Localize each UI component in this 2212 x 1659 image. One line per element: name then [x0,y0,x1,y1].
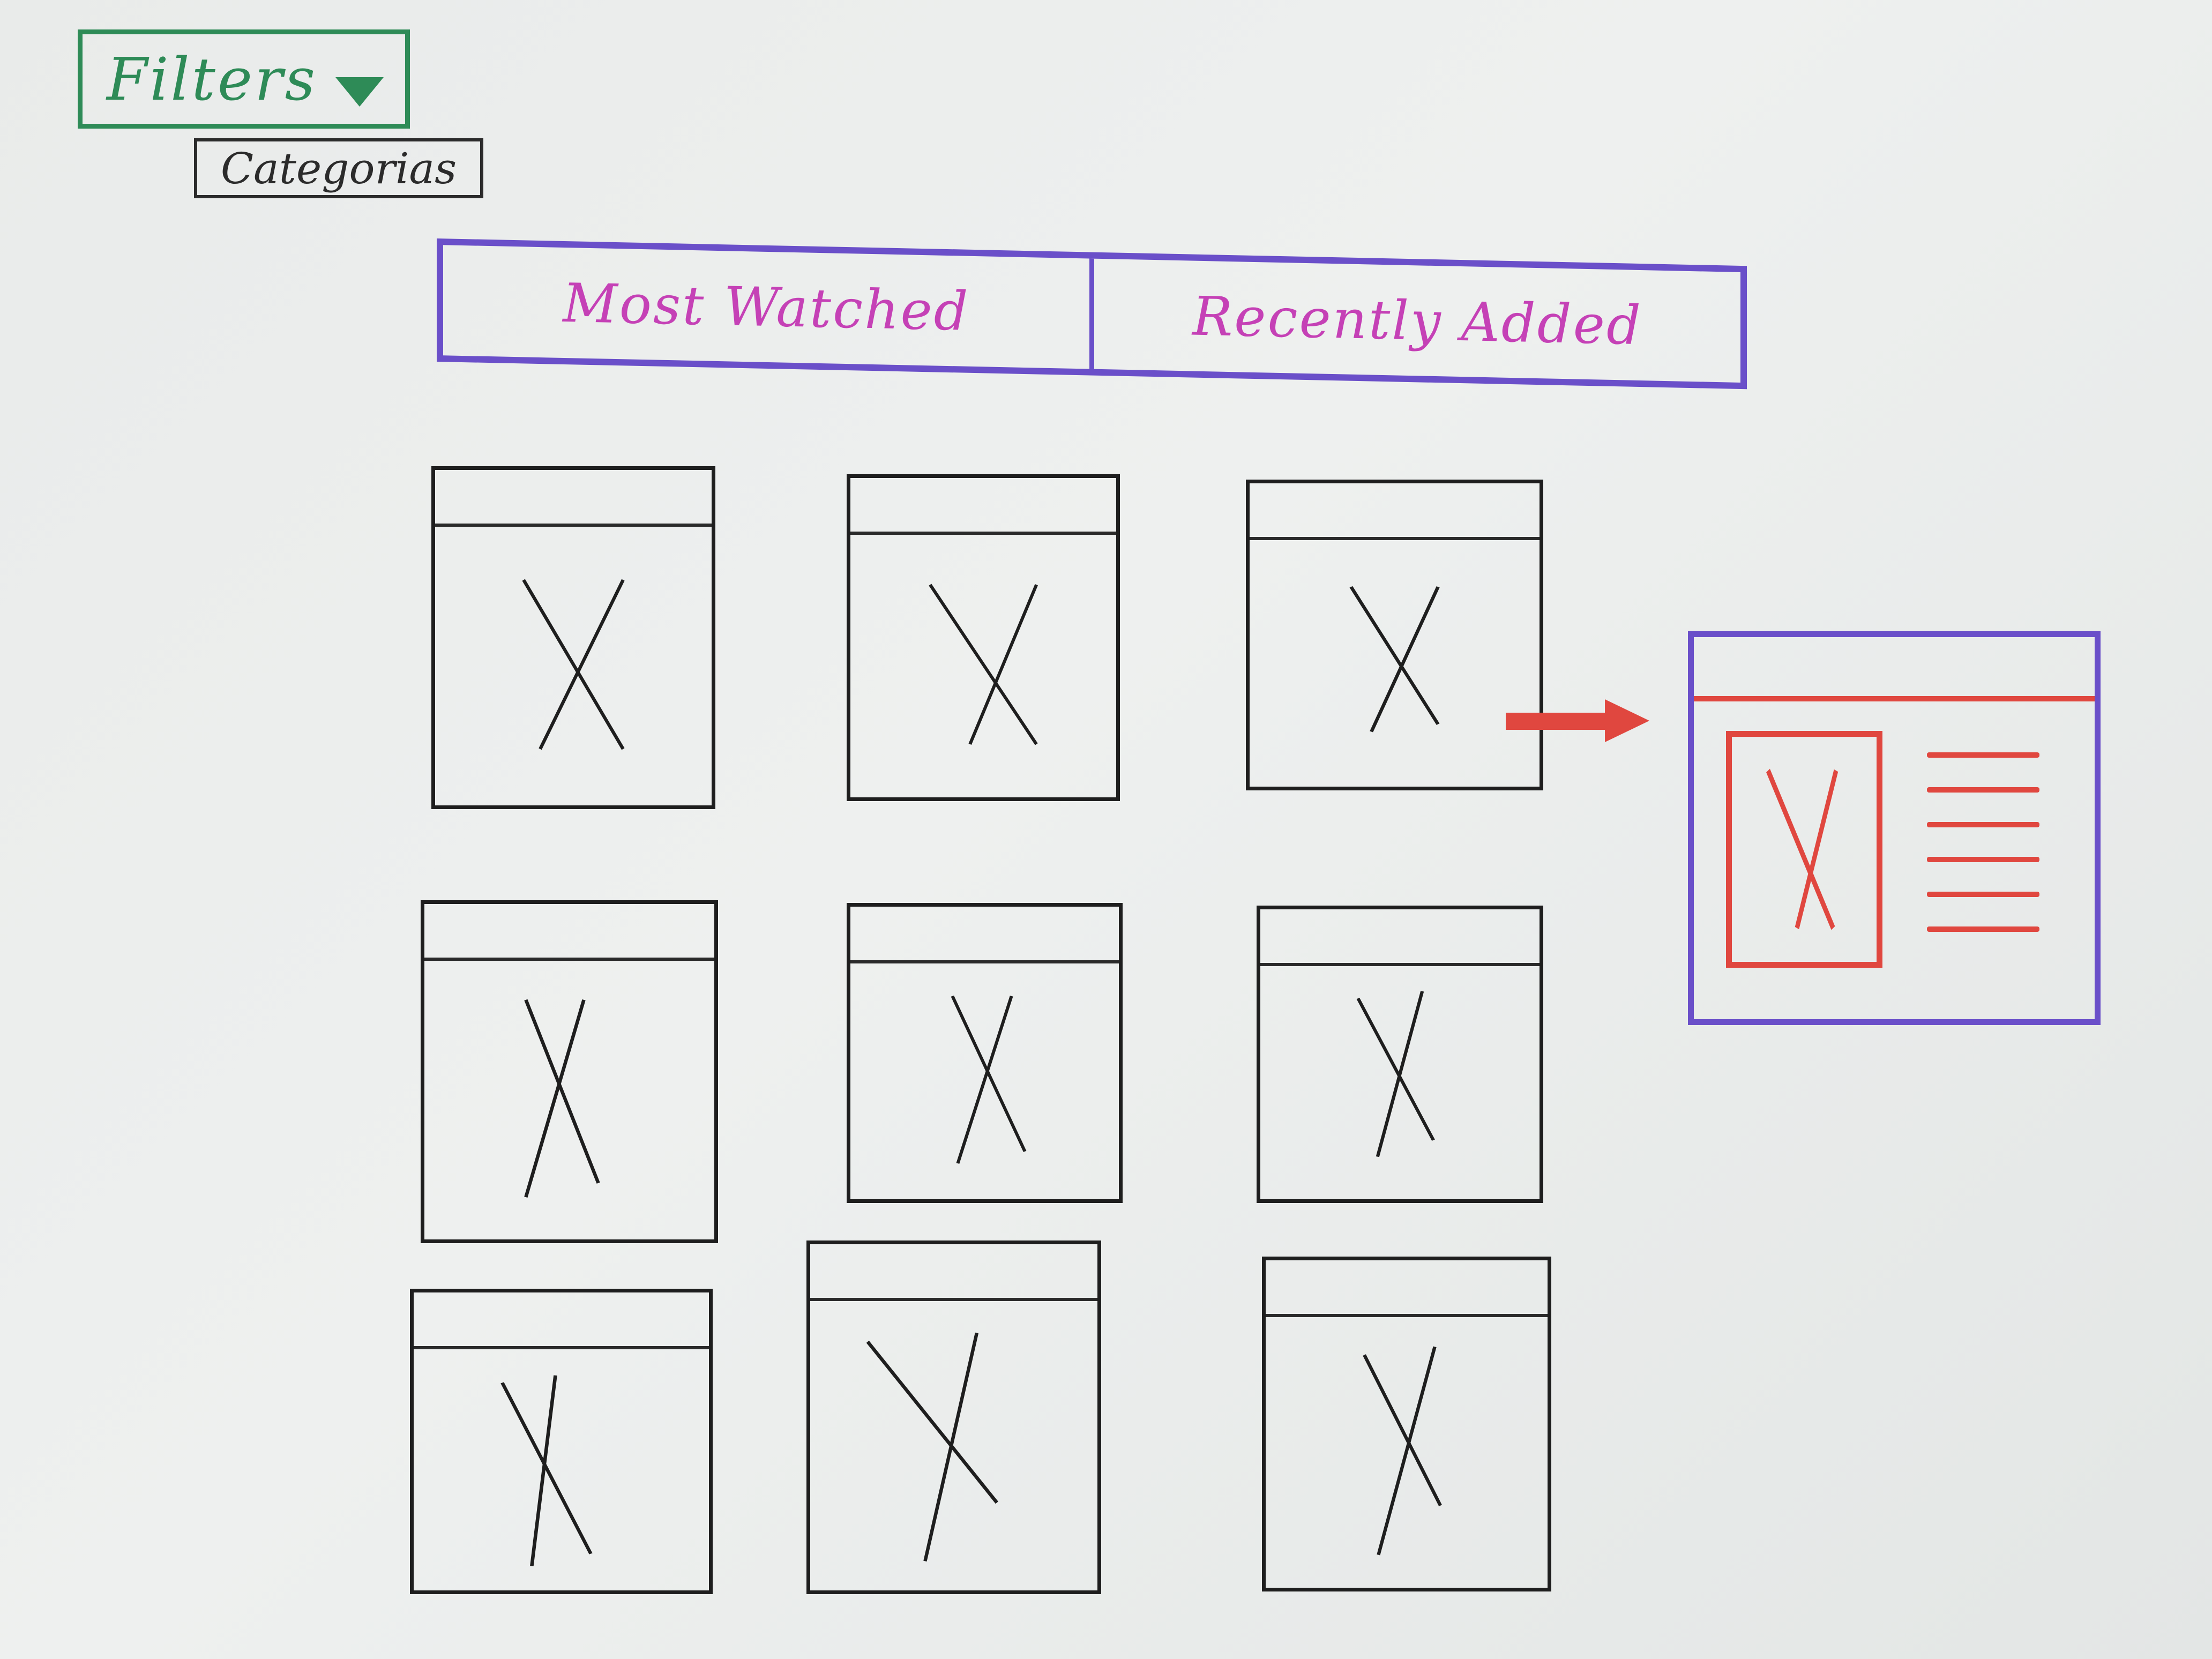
tab-most-watched[interactable]: Most Watched [443,245,1089,369]
text-line [1927,926,2039,932]
tab-label: Recently Added [1192,285,1642,357]
card-title-bar [424,904,714,961]
text-line [1927,822,2039,827]
image-placeholder-icon [414,1346,709,1590]
content-card[interactable] [847,903,1123,1203]
text-line [1927,787,2039,793]
content-card[interactable] [1246,480,1543,790]
image-placeholder-icon [424,958,714,1239]
arrow-right-icon [1506,697,1650,745]
categories-option[interactable]: Categorias [194,138,483,198]
tab-label: Most Watched [563,271,970,343]
content-card[interactable] [410,1289,713,1594]
card-title-bar [1266,1260,1548,1317]
filters-label: Filters [107,44,318,114]
image-placeholder-icon [1266,1314,1548,1588]
card-title-bar [850,478,1116,535]
content-card[interactable] [1262,1257,1551,1591]
image-placeholder-icon [1250,537,1540,787]
content-card[interactable] [431,466,715,809]
content-card[interactable] [847,474,1120,801]
card-title-bar [810,1244,1097,1301]
card-title-bar [414,1292,709,1349]
image-placeholder-icon [1726,731,1882,968]
filters-dropdown[interactable]: Filters [78,29,410,129]
detail-preview [1688,631,2101,1025]
categories-label: Categorias [220,143,457,193]
card-title-bar [1260,909,1540,966]
content-card[interactable] [806,1240,1101,1594]
card-title-bar [435,470,712,527]
detail-title-bar [1694,637,2095,701]
image-placeholder-icon [850,532,1116,797]
detail-description-lines [1927,752,2039,961]
text-line [1927,752,2039,758]
tab-recently-added[interactable]: Recently Added [1089,258,1740,383]
content-card[interactable] [1257,906,1543,1203]
image-placeholder-icon [850,960,1119,1199]
image-placeholder-icon [1260,963,1540,1199]
image-placeholder-icon [810,1298,1097,1590]
image-placeholder-icon [435,524,712,805]
card-title-bar [850,907,1119,963]
card-title-bar [1250,483,1540,540]
caret-down-icon [335,77,384,107]
content-card[interactable] [421,900,718,1243]
text-line [1927,892,2039,897]
text-line [1927,857,2039,862]
tab-bar: Most Watched Recently Added [437,238,1747,390]
